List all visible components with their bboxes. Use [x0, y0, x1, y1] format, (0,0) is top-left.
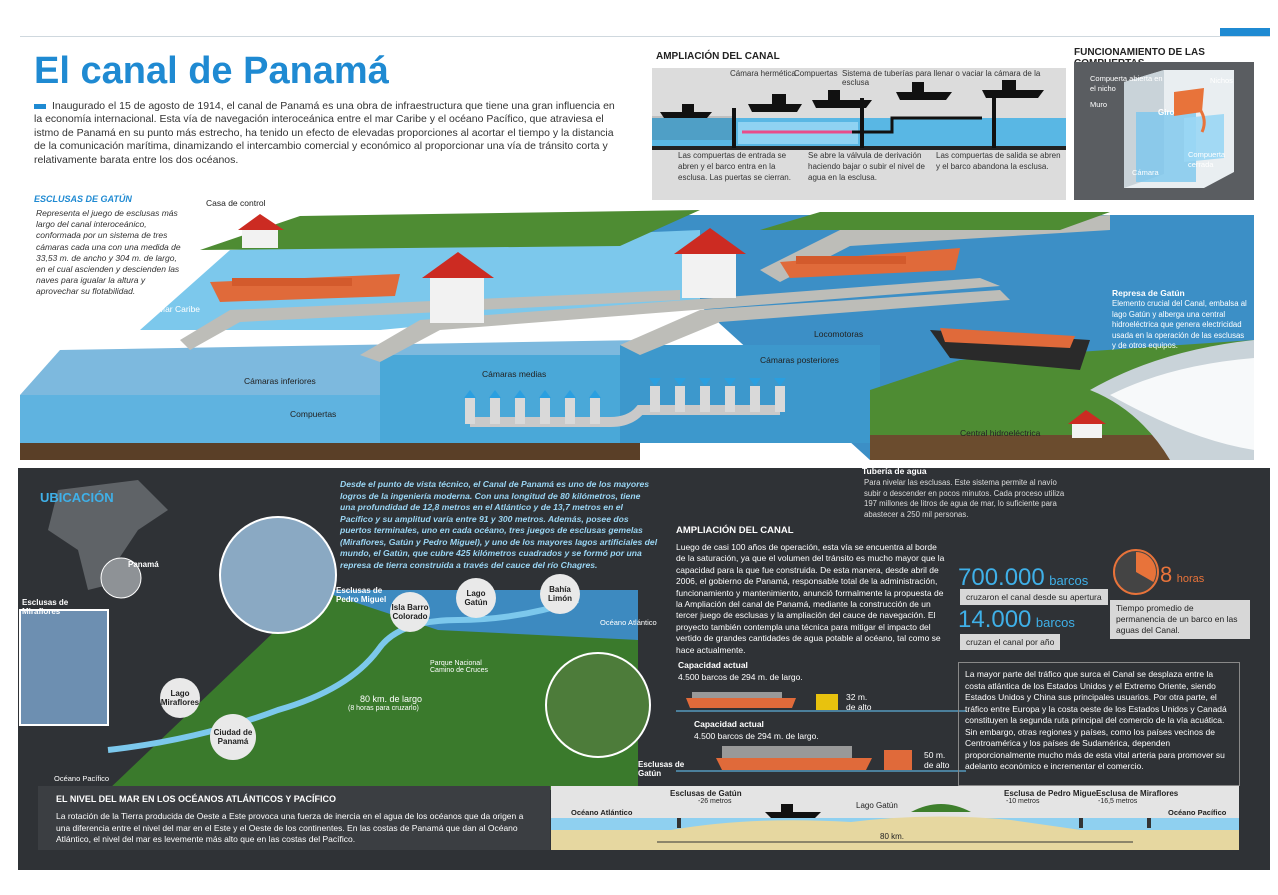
profile-oceano-pacifico: Océano Pacífico	[1168, 808, 1227, 817]
nivel-title: EL NIVEL DEL MAR EN LOS OCÉANOS ATLÁNTIC…	[56, 794, 337, 804]
profile-pedro-miguel: Esclusa de Pedro Miguel	[1004, 789, 1099, 798]
sea-level-profile	[551, 804, 1239, 850]
cap2-height: 50 m. de alto	[924, 750, 950, 770]
nivel-panel	[38, 786, 550, 850]
tuberia-text: Para nivelar las esclusas. Este sistema …	[864, 478, 1065, 519]
gatun-text: Representa el juego de esclusas más larg…	[36, 208, 181, 297]
label-compuertas-ill: Compuertas	[290, 409, 337, 419]
label-camaras-posteriores: Cámaras posteriores	[760, 355, 839, 365]
label-esclusas-miraflores: Esclusas de Miraflores	[22, 598, 69, 616]
ships-comparison-graphic	[676, 692, 966, 772]
intro-bullet	[34, 103, 46, 109]
label-camaras-inferiores: Cámaras inferiores	[244, 376, 316, 386]
label-locomotoras: Locomotoras	[814, 329, 864, 339]
stat2-label: cruzan el canal por año	[960, 634, 1061, 650]
stat2-unit: barcos	[1035, 615, 1075, 630]
label-esclusas-gatun: Esclusas de Gatún	[638, 760, 685, 778]
cap2-text: 4.500 barcos de 294 m. de largo.	[694, 731, 819, 741]
intro-text: Inaugurado el 15 de agosto de 1914, el c…	[34, 100, 615, 166]
hours-unit: horas	[1176, 573, 1205, 585]
label-muro: Muro	[1090, 100, 1108, 109]
pin-lago-gatun: Lago Gatún	[456, 578, 496, 618]
label-oceano-atlantico: Océano Atlántico	[600, 618, 657, 627]
pin-bahia-limon: Bahía Limón	[540, 574, 580, 614]
top-accent-bar	[1220, 28, 1270, 36]
locks-illustration	[20, 210, 1254, 460]
profile-lago-gatun: Lago Gatún	[856, 801, 898, 810]
hours-label: Tiempo promedio de permanencia de un bar…	[1110, 600, 1250, 639]
label-mar-caribe: Mar Caribe	[158, 304, 201, 314]
lock-diagram-graphic	[652, 80, 1066, 150]
stat-14000: 14.000 barcos	[958, 606, 1075, 634]
label-camara-hermetica: Cámara hermética	[730, 69, 796, 78]
label-pedro-miguel: Esclusas de Pedro Miguel	[336, 586, 387, 604]
pin-ciudad-panama: Ciudad de Panamá	[210, 714, 256, 760]
label-compuertas: Compuertas	[794, 69, 838, 78]
represa-text: Elemento crucial del Canal, embalsa al l…	[1112, 299, 1247, 350]
ampliacion-diagram-title: AMPLIACIÓN DEL CANAL	[656, 51, 780, 62]
cap2-title: Capacidad actual	[694, 719, 764, 729]
stat-hours: 8 horas	[1160, 562, 1204, 588]
gatun-title: ESCLUSAS DE GATÚN	[34, 194, 132, 204]
stat2-number: 14.000	[958, 606, 1032, 633]
tuberia-title: Tubería de agua	[862, 466, 927, 476]
caption-3: Las compuertas de salida se abren y el b…	[936, 151, 1061, 171]
profile-oceano-atlantico: Océano Atlántico	[571, 808, 633, 817]
label-parque: Parque Nacional Camino de Cruces	[430, 660, 488, 674]
label-camara: Cámara	[1132, 168, 1159, 177]
cap1-title: Capacidad actual	[678, 660, 748, 670]
label-panama: Panamá	[128, 560, 159, 569]
caption-2: Se abre la válvula de derivación haciend…	[808, 151, 925, 182]
stat1-label: cruzaron el canal desde su apertura	[960, 589, 1108, 605]
profile-distance: 80 km.	[880, 832, 905, 841]
label-giro: Giro	[1158, 108, 1175, 117]
label-compuerta-abierta: Compuerta abierta en el nicho	[1090, 74, 1163, 93]
profile-mira-depth: -16,5 metros	[1098, 798, 1138, 805]
page-title: El canal de Panamá	[34, 50, 389, 92]
ubicacion-text: Desde el punto de vista técnico, el Cana…	[340, 479, 658, 570]
ampliacion-diagram-panel: Cámara hermética Compuertas Sistema de t…	[652, 68, 1066, 200]
label-oceano-pacifico: Océano Pacífico	[54, 774, 110, 783]
label-nichos: Nichos	[1210, 76, 1233, 85]
clock-icon	[1113, 549, 1159, 595]
profile-gatun-depth: -26 metros	[698, 798, 732, 805]
intro-paragraph: Inaugurado el 15 de agosto de 1914, el c…	[34, 100, 624, 167]
nivel-text: La rotación de la Tierra producida de Oe…	[56, 811, 524, 844]
profile-pedro-depth: -10 metros	[1006, 798, 1040, 805]
label-central: Central hidroeléctrica	[960, 428, 1041, 438]
label-length: 80 km. de largo	[360, 694, 423, 704]
caption-1: Las compuertas de entrada se abren y el …	[678, 151, 791, 182]
label-camaras-medias: Cámaras medias	[482, 369, 547, 379]
cap1-height: 32 m. de alto	[846, 692, 872, 712]
stat-700000: 700.000 barcos	[958, 564, 1088, 592]
pin-lago-miraflores: Lago Miraflores	[160, 678, 200, 718]
compuertas-panel: Compuerta abierta en el nicho Nichos Mur…	[1074, 62, 1254, 200]
label-compuerta-cerrada: Compuerta cerrada	[1188, 150, 1226, 169]
label-casa-control: Casa de control	[206, 198, 266, 208]
top-rule	[20, 36, 1270, 37]
trafico-box: La mayor parte del tráfico que surca el …	[958, 662, 1240, 786]
cap1-text: 4.500 barcos de 294 m. de largo.	[678, 672, 803, 682]
ampliacion-text-title: AMPLIACIÓN DEL CANAL	[676, 525, 794, 536]
gate-diagram-graphic	[1124, 70, 1234, 188]
profile-miraflores: Esclusa de Miraflores	[1096, 789, 1179, 798]
stat1-number: 700.000	[958, 564, 1045, 591]
hours-number: 8	[1160, 562, 1173, 587]
pin-isla-barro: Isla Barro Colorado	[390, 592, 430, 632]
represa-title: Represa de Gatún	[1112, 288, 1185, 298]
label-length-sub: (8 horas para cruzarlo)	[348, 705, 419, 712]
profile-panel	[551, 786, 1239, 850]
ubicacion-title: UBICACIÓN	[40, 490, 114, 505]
profile-gatun: Esclusas de Gatún	[670, 789, 742, 798]
stat1-unit: barcos	[1049, 573, 1089, 588]
ampliacion-text: Luego de casi 100 años de operación, est…	[676, 542, 945, 655]
label-sistema-tuberias: Sistema de tuberías para llenar o vaciar…	[842, 69, 1041, 87]
